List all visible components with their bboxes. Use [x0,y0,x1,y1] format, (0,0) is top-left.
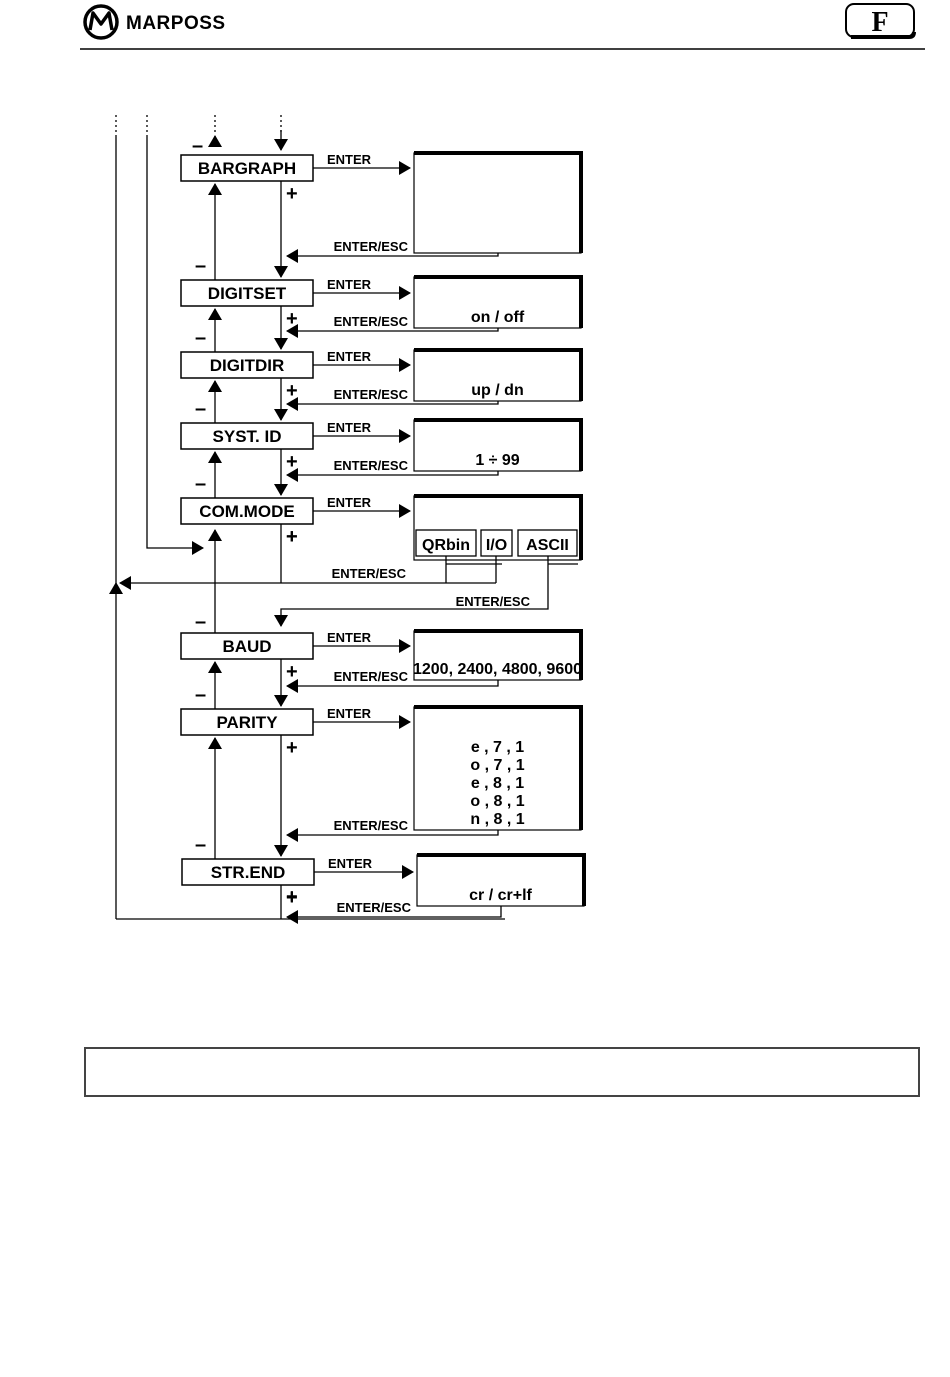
enter-label: ENTER [327,495,372,510]
enter-label: ENTER [328,856,373,871]
display-box-syst-id [413,419,582,472]
enter-esc-arrow [286,906,502,924]
value-text: on / off [471,309,525,326]
menu-label-digitset: DIGITSET [208,284,287,303]
menu-label-parity: PARITY [216,713,278,732]
minus-label: – [195,255,206,277]
enter-esc-arrow [286,468,499,482]
value-text: n , 8 , 1 [470,811,524,828]
menu-label-digitdir: DIGITDIR [210,356,285,375]
display-box-digitset [413,276,582,329]
menu-label-syst-id: SYST. ID [213,427,282,446]
option-box-qrbin [415,529,477,557]
enter-label: ENTER [327,630,372,645]
enter-esc-label: ENTER/ESC [332,566,407,581]
display-box-str-end [416,854,585,907]
enter-esc-label: ENTER/ESC [334,669,409,684]
plus-label: + [286,183,298,205]
display-box-parity [413,706,582,831]
enter-esc-label: ENTER/ESC [337,900,412,915]
page-header: MARPOSS F [0,0,950,60]
menu-label-str-end: STR.END [211,863,286,882]
value-text: o , 8 , 1 [470,793,524,810]
header-graphic: MARPOSS F [80,3,925,50]
plus-label: + [286,737,298,759]
enter-esc-label: ENTER/ESC [456,594,531,609]
display-box-syst-id-shadow [414,418,583,471]
value-text: 1200, 2400, 4800, 9600 [413,661,582,678]
display-box-bargraph [413,152,582,254]
enter-esc-arrow [286,324,499,338]
value-text: up / dn [471,382,523,399]
enter-label: ENTER [327,349,372,364]
brand-name: MARPOSS [126,13,226,34]
menu-box-parity [180,708,314,736]
menu-flow-diagram: – BARGRAPH ENTER ENTER/ESC + DIGITSET ENTER on … [109,115,586,924]
plus-label: + [286,380,298,402]
minus-label: – [195,684,206,706]
value-text: e , 7 , 1 [471,739,524,756]
option-label: I/O [486,537,507,554]
display-box-parity-shadow [414,705,583,830]
enter-esc-arrow [286,249,499,263]
plus-label: + [286,661,298,683]
value-text: e , 8 , 1 [471,775,524,792]
enter-label: ENTER [327,152,372,167]
display-box-baud-shadow [414,629,583,680]
left-loop-arrow [146,135,204,555]
display-box-bargraph-shadow [414,151,583,253]
display-box-digitset-shadow [414,275,583,328]
enter-esc-arrow [286,828,499,842]
value-text: cr / cr+lf [469,887,532,904]
enter-esc-label: ENTER/ESC [334,458,409,473]
plus-label: + [286,451,298,473]
option-label: QRbin [422,537,470,554]
minus-label: – [195,327,206,349]
enter-esc-arrow [286,397,499,411]
enter-esc-label: ENTER/ESC [334,314,409,329]
display-box-com-mode-shadow [414,494,583,560]
minus-label: – [192,135,203,157]
value-text: o , 7 , 1 [470,757,524,774]
menu-label-bargraph: BARGRAPH [198,159,296,178]
enter-esc-label: ENTER/ESC [334,818,409,833]
menu-label-baud: BAUD [222,637,271,656]
menu-label-com-mode: COM.MODE [199,502,294,521]
marposs-logo-icon [83,4,119,40]
plus-label: + [286,308,298,330]
value-text: 1 ÷ 99 [475,452,519,469]
minus-label: – [195,398,206,420]
enter-esc-label: ENTER/ESC [334,239,409,254]
section-letter: F [871,7,888,38]
plus-label: + [286,886,298,908]
menu-box-baud [180,632,314,660]
display-box-digitdir [413,349,582,402]
section-badge: F [845,3,916,39]
enter-label: ENTER [327,420,372,435]
note-box [84,1047,920,1097]
minus-label: – [195,473,206,495]
plus-label: + [286,526,298,548]
minus-label: – [195,834,206,856]
minus-label: – [195,611,206,633]
enter-esc-label: ENTER/ESC [334,387,409,402]
enter-esc-arrow [286,679,499,693]
option-box-ascii [517,529,578,557]
option-box-io [480,529,513,557]
enter-label: ENTER [327,277,372,292]
plus-label: + [286,526,298,548]
menu-box-bargraph [180,154,314,182]
enter-label: ENTER [327,706,372,721]
display-box-baud [413,630,582,681]
plus-label: + [286,887,298,909]
display-box-digitdir-shadow [414,348,583,401]
display-box-str-end-shadow [417,853,586,906]
option-label: ASCII [526,537,569,554]
ascii-return-arrow [274,556,549,627]
